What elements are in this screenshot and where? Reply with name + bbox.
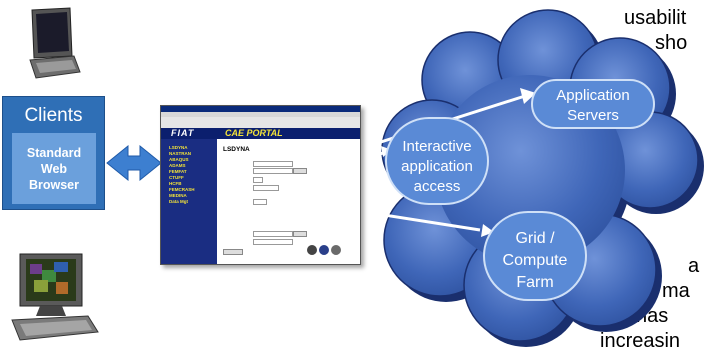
portal-input (253, 199, 267, 205)
portal-sidebar-item: FEMFAT (169, 169, 187, 174)
bg-fragment-2: sho (655, 32, 687, 54)
clients-box: Clients Standard Web Browser (2, 96, 105, 210)
portal-app-name: LSDYNA (223, 146, 250, 153)
portal-logo-circle (331, 245, 341, 255)
bg-fragment-6: increasin (600, 330, 680, 349)
bg-fragment-3: a (688, 255, 700, 277)
grid-line-1: Grid / (515, 230, 555, 247)
portal-button (293, 168, 307, 174)
grid-compute-farm-label: Grid / Compute Farm (483, 211, 587, 301)
portal-input (253, 161, 293, 167)
app-servers-line-2: Servers (567, 107, 619, 124)
portal-logo: FIAT (171, 128, 195, 138)
portal-sidebar-item: ADAMS (169, 163, 186, 168)
portal-input (253, 239, 293, 245)
workstation-icon (11, 253, 99, 341)
portal-sidebar-item: MEDINA (169, 193, 187, 198)
cae-portal-screenshot: FIAT CAE PORTAL LSDYNA NASTRAN ABAQUS AD… (160, 105, 361, 265)
grid-line-3: Farm (516, 274, 553, 291)
interactive-access-label: Interactive application access (385, 117, 489, 205)
grid-line-2: Compute (503, 252, 568, 269)
portal-sidebar-item: FEMCRASH (169, 187, 195, 192)
arrow-to-interactive (361, 150, 386, 164)
portal-title: CAE PORTAL (225, 128, 283, 138)
portal-sidebar-item: ABAQUS (169, 157, 189, 162)
portal-input (253, 177, 263, 183)
interactive-line-2: application (401, 158, 473, 175)
bg-fragment-4: ma (662, 280, 691, 302)
browser-line-1: Standard (26, 145, 82, 160)
portal-form: LSDYNA (219, 141, 359, 261)
browser-line-2: Web (40, 161, 68, 176)
portal-input (253, 168, 293, 174)
portal-sidebar-item: LSDYNA (169, 145, 188, 150)
portal-logo-circle (307, 245, 317, 255)
portal-button (293, 231, 307, 237)
portal-sidebar-item: CTUFF (169, 175, 184, 180)
interactive-line-3: access (414, 178, 461, 195)
application-servers-label: Application Servers (531, 79, 655, 129)
portal-title-bar (161, 106, 360, 112)
portal-logo-circle (319, 245, 329, 255)
portal-sidebar-item: NASTRAN (169, 151, 191, 156)
laptop-icon (29, 7, 81, 79)
standard-web-browser-box: Standard Web Browser (12, 133, 96, 204)
portal-input (253, 185, 279, 191)
browser-line-3: Browser (28, 177, 80, 192)
clients-title: Clients (24, 105, 83, 126)
portal-sidebar-item: Data Mgt (169, 199, 188, 204)
arrow-to-grid (364, 210, 481, 232)
portal-sidebar: LSDYNA NASTRAN ABAQUS ADAMS FEMFAT CTUFF… (161, 139, 217, 264)
portal-input (253, 231, 293, 237)
interactive-line-1: Interactive (402, 138, 471, 155)
portal-sidebar-item: HCFB (169, 181, 182, 186)
portal-footer-logos (307, 242, 343, 260)
bg-fragment-1: usabilit (624, 7, 687, 29)
app-servers-line-1: Application (556, 87, 629, 104)
portal-button (223, 249, 243, 255)
portal-menu-bar (161, 112, 360, 117)
portal-banner: FIAT CAE PORTAL (161, 128, 360, 139)
